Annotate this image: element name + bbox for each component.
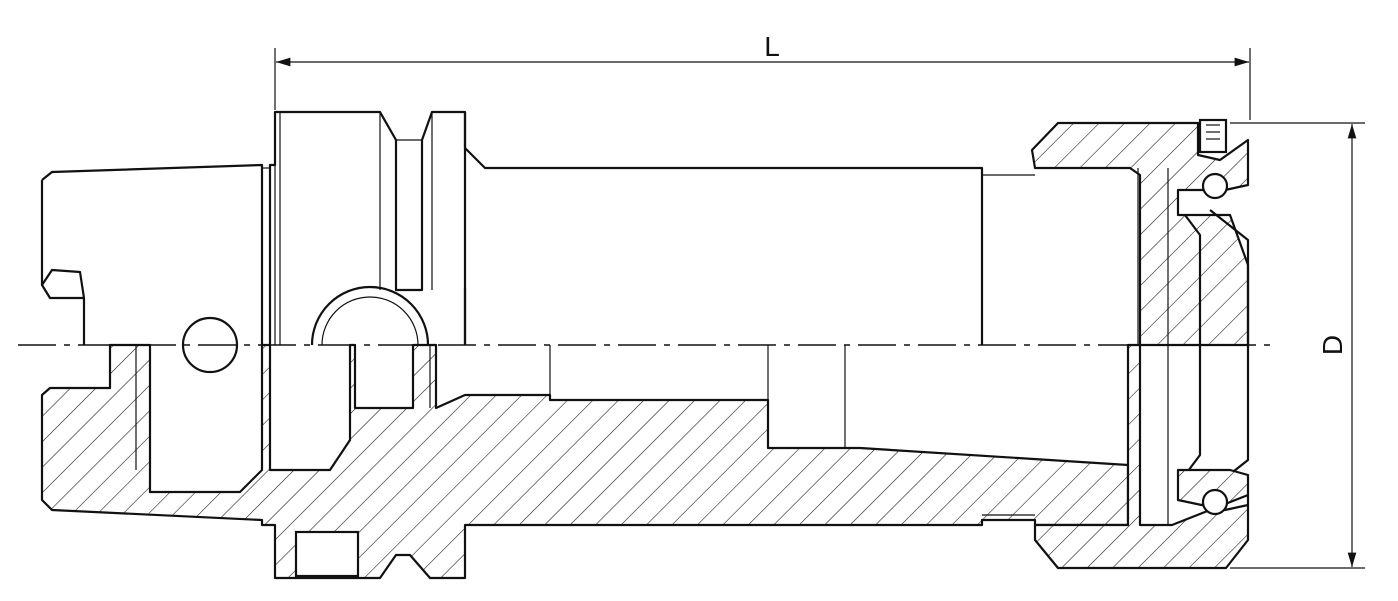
clamping-nut-lower <box>1033 343 1250 570</box>
flange-upper <box>268 110 467 345</box>
dimension-label-length: L <box>764 31 780 62</box>
drive-slot-arc <box>310 285 430 346</box>
ball-upper <box>1201 172 1229 200</box>
lower-slot <box>294 530 360 578</box>
taper-shank-upper <box>40 163 264 345</box>
dimension-length: L <box>274 31 1251 120</box>
dimension-diameter: D <box>1230 122 1365 569</box>
clamping-nut-upper <box>1030 121 1250 347</box>
ball-lower <box>1201 488 1229 516</box>
holder-body-section <box>40 343 1130 580</box>
dimension-label-diameter: D <box>1317 335 1348 355</box>
lower-section-view <box>40 343 1250 580</box>
orientation-hole <box>181 316 239 374</box>
upper-exterior-view <box>40 110 1250 525</box>
body-upper <box>463 112 984 345</box>
